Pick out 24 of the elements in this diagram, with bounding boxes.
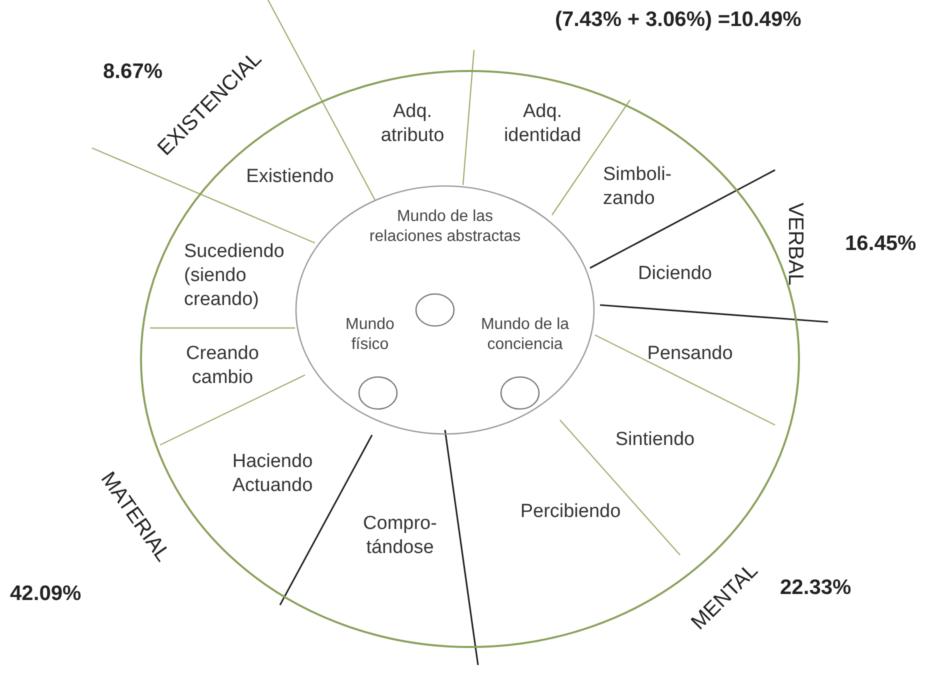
inner-circle bbox=[295, 185, 595, 435]
sector-label: Compro- tándose bbox=[362, 512, 438, 560]
sector-label: Adq. atributo bbox=[380, 100, 446, 148]
sector-label: Sucediendo (siendo creando) bbox=[184, 240, 286, 312]
small-ellipse bbox=[415, 293, 455, 327]
sector-label: Creando cambio bbox=[185, 342, 260, 390]
small-ellipse bbox=[358, 376, 398, 410]
sector-label: Percibiendo bbox=[519, 500, 622, 524]
category-label: VERBAL bbox=[783, 202, 807, 288]
small-ellipse bbox=[500, 376, 540, 410]
sector-label: Adq. identidad bbox=[502, 100, 582, 148]
sector-label: Simboli- zando bbox=[603, 163, 673, 211]
percentage-value: 22.33% bbox=[780, 576, 852, 600]
percentage-value: (7.43% + 3.06%) =10.49% bbox=[555, 8, 802, 32]
percentage-value: 16.45% bbox=[845, 232, 918, 256]
sector-label: Diciendo bbox=[637, 262, 713, 286]
node-text: Mundo de las relaciones abstractas bbox=[368, 207, 522, 247]
sector-label: Pensando bbox=[646, 342, 734, 366]
sector-label: Existiendo bbox=[245, 165, 335, 189]
percentage-value: 42.09% bbox=[10, 582, 82, 606]
sector-label: Haciendo Actuando bbox=[231, 450, 314, 498]
sector-label: Sintiendo bbox=[614, 428, 696, 452]
node-text: Mundo de la conciencia bbox=[480, 315, 570, 355]
node-text: Mundo físico bbox=[344, 315, 396, 355]
